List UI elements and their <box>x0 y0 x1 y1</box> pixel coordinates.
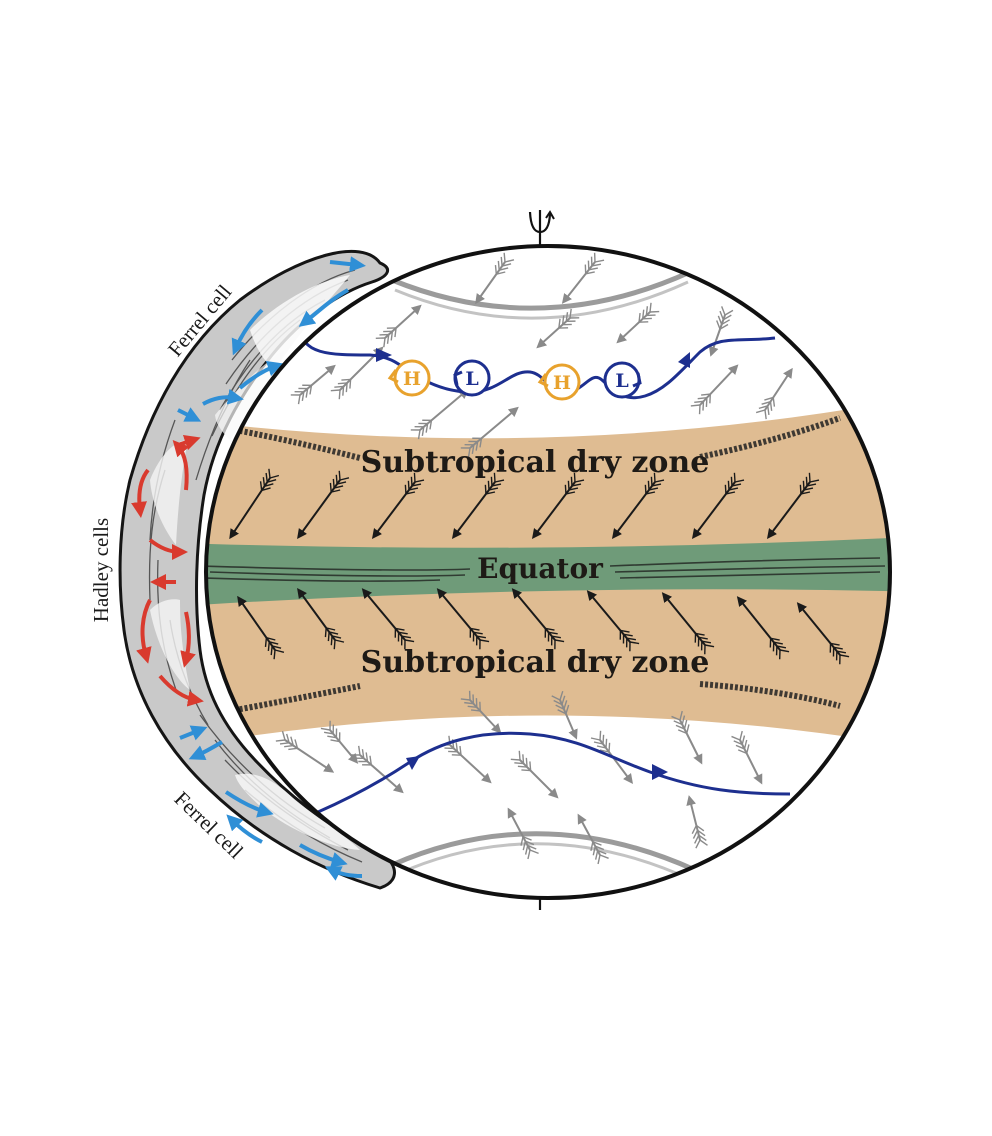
wind-arrow <box>661 592 715 655</box>
high-pressure-label: H <box>553 372 571 394</box>
hadley-arrows <box>131 434 204 707</box>
wind-arrow <box>371 472 425 539</box>
wind-arrow <box>586 590 640 652</box>
wind-arrow <box>237 595 285 660</box>
rotation-arrow-icon <box>528 211 552 234</box>
wind-arrow <box>616 302 660 344</box>
wind-arrow <box>536 308 580 349</box>
wind-arrow <box>275 730 335 773</box>
wind-arrow <box>320 720 359 764</box>
wind-arrow <box>361 588 415 650</box>
equator-label: Equator <box>477 552 604 585</box>
wind-arrow <box>375 304 422 348</box>
wind-arrow <box>736 596 790 660</box>
wind-arrow <box>460 690 502 734</box>
low-pressure-label: L <box>465 368 478 390</box>
equator-band <box>206 536 890 608</box>
wind-arrow <box>297 587 345 650</box>
wind-arrow <box>731 730 763 785</box>
high-pressure-1: H <box>387 359 431 397</box>
wind-arrow <box>686 795 708 849</box>
wind-arrow <box>708 306 734 357</box>
wind-arrow <box>475 252 515 305</box>
low-pressure-2: L <box>603 361 642 399</box>
wind-arrow <box>766 472 820 539</box>
wind-arrow <box>561 252 605 304</box>
westerly-wind-arrows <box>275 252 793 865</box>
wind-arrow <box>551 690 578 740</box>
high-pressure-2: H <box>537 363 581 401</box>
wind-arrow <box>577 813 609 865</box>
wind-arrow <box>229 468 280 540</box>
trade-wind-arrows <box>229 468 850 665</box>
wind-arrow <box>290 364 336 405</box>
wind-arrow <box>510 750 559 799</box>
high-pressure-label: H <box>403 368 421 390</box>
pressure-systems: H L H L <box>387 359 642 401</box>
wind-arrow <box>297 470 350 540</box>
wind-arrow <box>590 730 633 784</box>
globe <box>204 244 892 900</box>
jet-stream-south <box>317 731 791 814</box>
dry-zone-north-label: Subtropical dry zone <box>361 445 710 480</box>
wind-arrow <box>410 388 469 440</box>
wind-arrow <box>460 406 519 458</box>
wind-arrow <box>691 472 745 539</box>
wind-arrow <box>755 367 793 420</box>
low-pressure-1: L <box>453 359 491 397</box>
ferrel-arrows-south <box>179 725 363 881</box>
wind-arrow <box>350 745 404 794</box>
wind-arrow <box>511 588 565 650</box>
wind-arrow <box>436 588 490 650</box>
ferrel-arrows-north <box>177 256 366 422</box>
wind-arrow <box>611 472 665 539</box>
wind-arrow <box>796 602 850 665</box>
hadley-cells-label: Hadley cells <box>89 518 113 622</box>
wind-arrow <box>690 364 739 415</box>
dry-zone-south-label: Subtropical dry zone <box>361 645 710 680</box>
wind-arrow <box>531 472 585 539</box>
low-pressure-label: L <box>615 370 628 392</box>
wind-arrow <box>671 710 703 765</box>
wind-arrow <box>507 807 539 860</box>
wind-arrow <box>451 472 505 539</box>
